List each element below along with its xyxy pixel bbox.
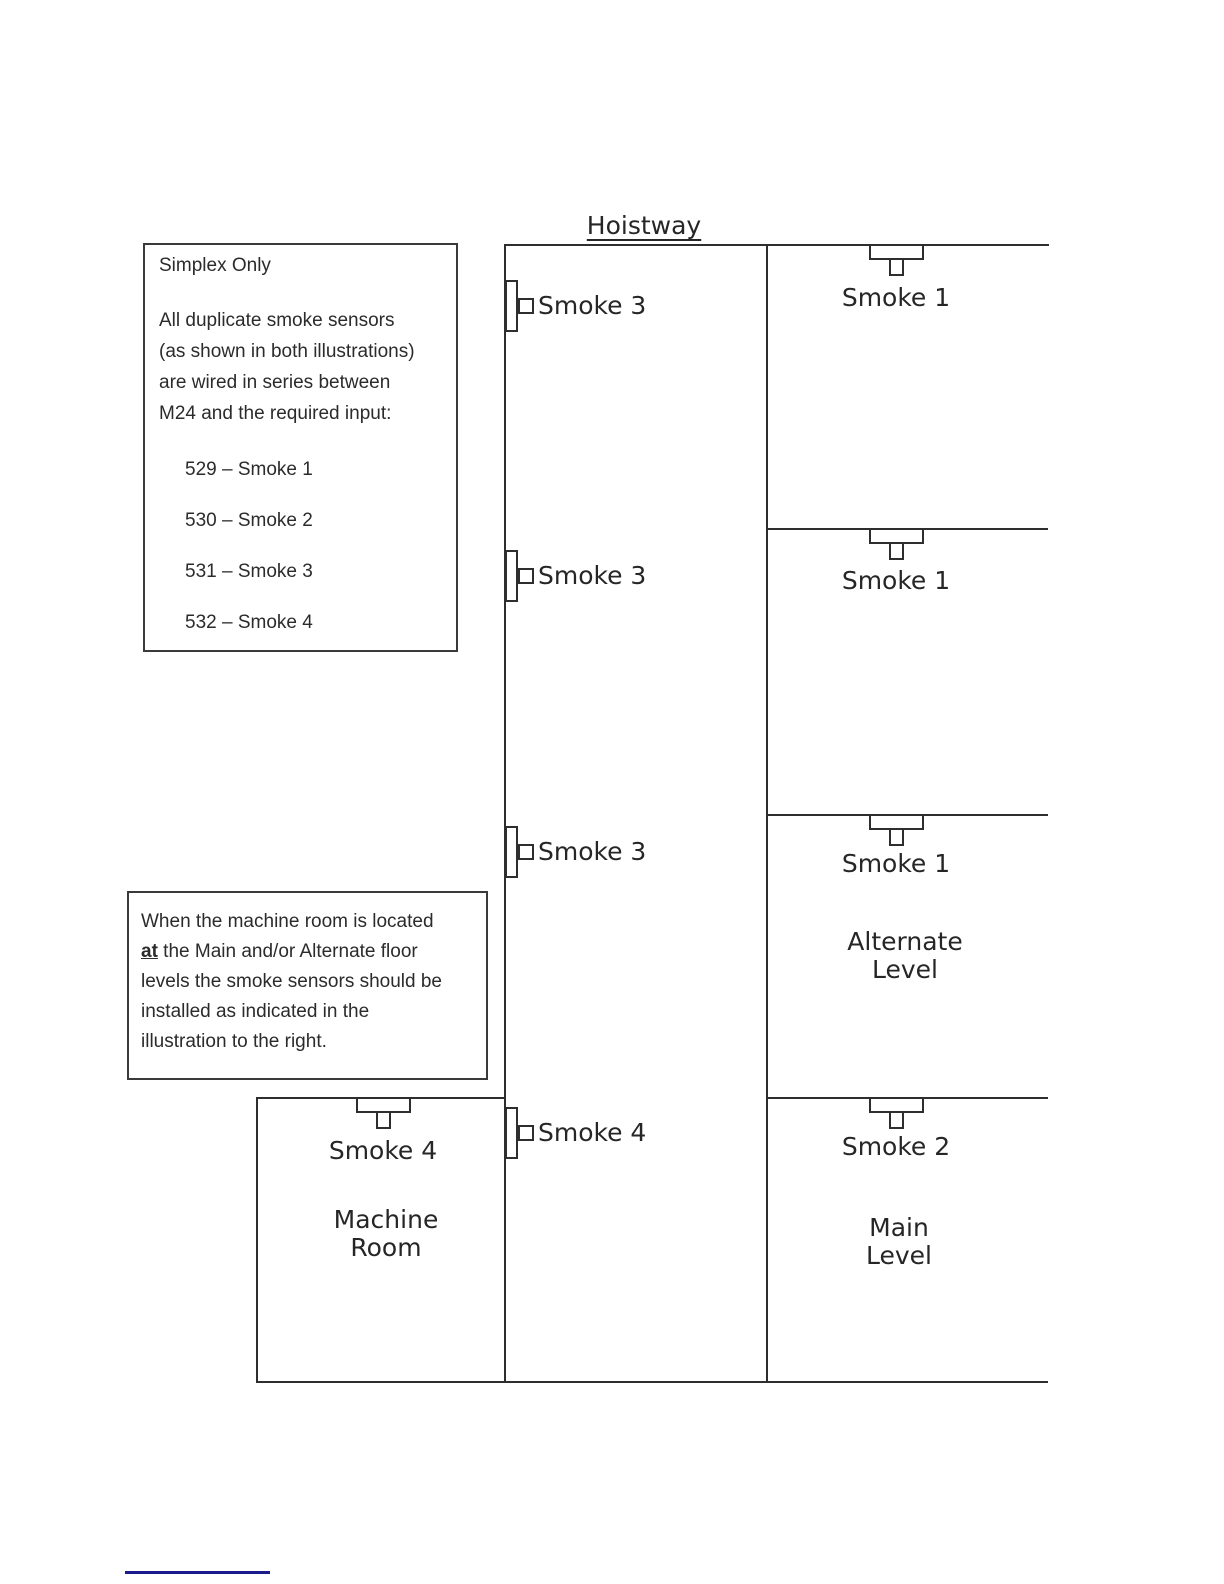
wall-smoke-sensor-top: Smoke 3 (505, 280, 665, 336)
machine-note-line: levels the smoke sensors should be (141, 971, 442, 992)
smoke-sensor-cap-icon (869, 530, 924, 544)
emphasis-at: at (141, 941, 158, 962)
smoke-sensor-label: Smoke 3 (538, 291, 647, 320)
ceiling-smoke-sensor-top: Smoke 1 (842, 246, 950, 316)
wall-smoke-sensor-alternate: Smoke 3 (505, 826, 665, 882)
hoistway-left-wall (504, 244, 506, 1383)
simplex-note-title: Simplex Only (159, 255, 271, 276)
wiring-input-item: 529 – Smoke 1 (185, 459, 313, 480)
smoke-sensor-label: Smoke 4 (328, 1136, 438, 1165)
smoke-sensor-body-icon (505, 550, 518, 602)
main-floor-line (766, 1097, 1048, 1099)
wiring-input-item: 530 – Smoke 2 (185, 510, 313, 531)
simplex-note-line: (as shown in both illustrations) (159, 341, 415, 362)
ceiling-smoke-sensor-machine-room: Smoke 4 (329, 1099, 437, 1169)
ceiling-smoke-sensor-alternate: Smoke 1 (842, 816, 950, 886)
simplex-note-line: are wired in series between (159, 372, 391, 393)
smoke-sensor-knob-icon (889, 260, 904, 276)
machine-note-line: installed as indicated in the (141, 1001, 370, 1022)
ceiling-smoke-sensor-upper: Smoke 1 (842, 530, 950, 600)
simplex-note-line: All duplicate smoke sensors (159, 310, 395, 331)
smoke-sensor-label: Smoke 1 (841, 566, 951, 595)
simplex-note-box: Simplex Only All duplicate smoke sensors… (143, 243, 458, 652)
wiring-input-item: 532 – Smoke 4 (185, 612, 313, 633)
smoke-sensor-body-icon (505, 1107, 518, 1159)
alternate-floor-line (766, 814, 1048, 816)
ceiling-smoke-sensor-main: Smoke 2 (842, 1099, 950, 1169)
smoke-sensor-knob-icon (518, 298, 534, 314)
hoistway-ceiling-line (504, 244, 1049, 246)
machine-note-line: at the Main and/or Alternate floor (141, 937, 474, 967)
smoke-sensor-label: Smoke 3 (538, 837, 647, 866)
wall-smoke-sensor-main: Smoke 4 (505, 1107, 665, 1163)
machine-room-note-box: When the machine room is located at the … (127, 891, 488, 1080)
smoke-sensor-knob-icon (889, 544, 904, 560)
smoke-sensor-label: Smoke 3 (538, 561, 647, 590)
alternate-level-label: Alternate Level (847, 927, 963, 984)
smoke-sensor-label: Smoke 4 (538, 1118, 647, 1147)
smoke-sensor-body-icon (505, 826, 518, 878)
upper-floor-line (766, 528, 1048, 530)
smoke-sensor-label: Smoke 2 (841, 1132, 951, 1161)
simplex-note-line: M24 and the required input: (159, 403, 392, 424)
smoke-sensor-body-icon (505, 280, 518, 332)
machine-room-ceiling-line (256, 1097, 506, 1099)
smoke-sensor-knob-icon (518, 844, 534, 860)
wiring-input-item: 531 – Smoke 3 (185, 561, 313, 582)
smoke-sensor-cap-icon (356, 1099, 411, 1113)
smoke-sensor-label: Smoke 1 (841, 849, 951, 878)
smoke-sensor-knob-icon (889, 1113, 904, 1129)
smoke-sensor-knob-icon (518, 568, 534, 584)
hoistway-right-wall (766, 244, 768, 1383)
smoke-sensor-knob-icon (518, 1125, 534, 1141)
wall-smoke-sensor-upper: Smoke 3 (505, 550, 665, 606)
main-level-label: Main Level (866, 1213, 932, 1270)
smoke-sensor-knob-icon (376, 1113, 391, 1129)
machine-note-line-rest: the Main and/or Alternate floor (157, 941, 418, 962)
smoke-sensor-cap-icon (869, 1099, 924, 1113)
smoke-sensor-knob-icon (889, 830, 904, 846)
smoke-sensor-label: Smoke 1 (841, 283, 951, 312)
simplex-note-body: All duplicate smoke sensors (as shown in… (159, 305, 442, 429)
machine-room-label: Machine Room (333, 1205, 439, 1262)
smoke-sensor-cap-icon (869, 246, 924, 260)
machine-note-line: When the machine room is located (141, 911, 434, 932)
machine-room-left-wall (256, 1097, 258, 1383)
footer-rule (125, 1571, 270, 1574)
hoistway-title: Hoistway (586, 211, 702, 240)
bottom-line (256, 1381, 1048, 1383)
smoke-sensor-cap-icon (869, 816, 924, 830)
machine-note-line: illustration to the right. (141, 1031, 327, 1052)
